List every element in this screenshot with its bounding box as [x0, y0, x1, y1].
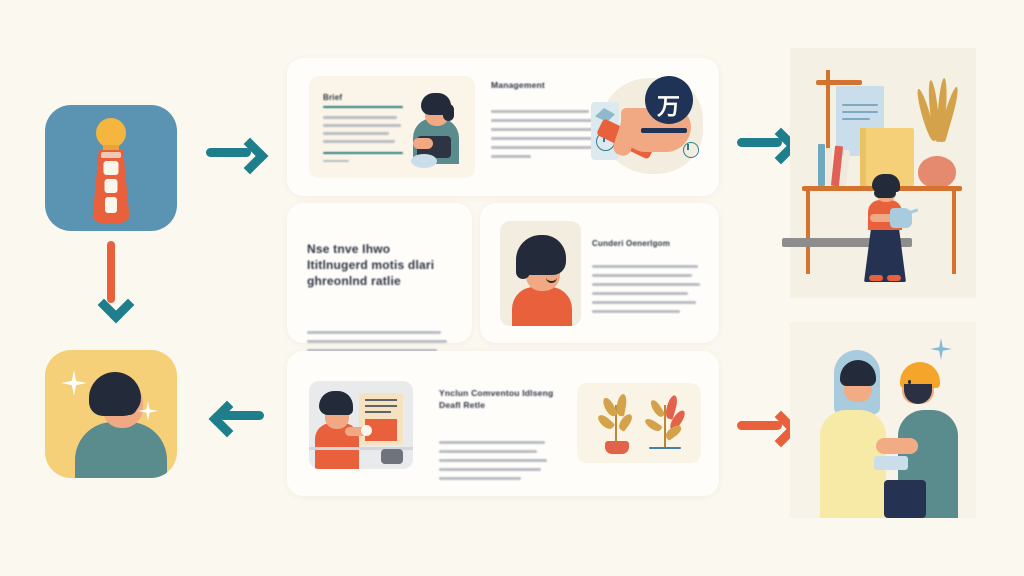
section-management: Management	[491, 80, 661, 180]
headline-title: Nse tnve Ihwo Ititlnugerd motis dlari gh…	[307, 242, 435, 288]
woman-skirt	[864, 224, 906, 282]
section-plants	[577, 383, 701, 463]
brief-divider	[323, 106, 403, 108]
person-smile	[121, 406, 137, 415]
coin-glyph: 万	[657, 94, 680, 119]
card-middle-right[interactable]: Cunderi Oenerlgom	[480, 203, 719, 343]
sparkle-icon	[930, 338, 952, 360]
section-headline: Nse tnve Ihwo Ititlnugerd motis dlari gh…	[307, 241, 457, 361]
document-tag-icon	[101, 152, 121, 158]
section-publishing	[309, 381, 413, 469]
book	[826, 148, 832, 186]
lightbulb-icon	[96, 118, 126, 148]
section-publish-copy: Ynclun Comventou Idlseng Deafl Retle	[439, 387, 569, 480]
overview-title: Cunderi Oenerlgom	[592, 239, 671, 248]
brief-divider	[323, 152, 403, 154]
profile-tile[interactable]	[45, 350, 177, 478]
book	[818, 144, 825, 186]
watering-can-icon	[890, 208, 912, 228]
card-middle-left[interactable]: Nse tnve Ihwo Ititlnugerd motis dlari gh…	[287, 203, 472, 361]
document-chip-icon	[103, 161, 119, 175]
panel-workspace	[782, 48, 976, 298]
device-icon	[874, 456, 908, 470]
management-title: Management	[491, 80, 545, 90]
person-eye	[123, 396, 127, 401]
document-chip-icon	[104, 179, 118, 193]
idea-tile[interactable]	[45, 105, 177, 231]
coin-icon	[645, 76, 693, 124]
section-content-overview: Cunderi Oenerlgom	[592, 239, 704, 313]
section-brief: Brief	[309, 76, 475, 178]
hand-holding-coin-illustration: 万	[587, 70, 707, 182]
panel-handoff	[790, 322, 976, 518]
lightbulb-base-icon	[103, 145, 119, 152]
gray-rail	[782, 238, 912, 247]
person-torso	[75, 422, 167, 478]
publish-title: Ynclun Comventou Idlseng Deafl Retle	[439, 388, 554, 410]
card-top[interactable]: Brief Management	[287, 58, 719, 196]
person-eye	[133, 396, 137, 401]
extended-arm	[876, 438, 918, 454]
section-portrait	[500, 221, 581, 326]
potted-plant	[918, 156, 956, 188]
brief-title: Brief	[323, 93, 343, 102]
sparkle-icon	[61, 370, 87, 396]
document-chip-icon	[105, 197, 117, 213]
card-bottom[interactable]: Ynclun Comventou Idlseng Deafl Retle	[287, 351, 719, 496]
